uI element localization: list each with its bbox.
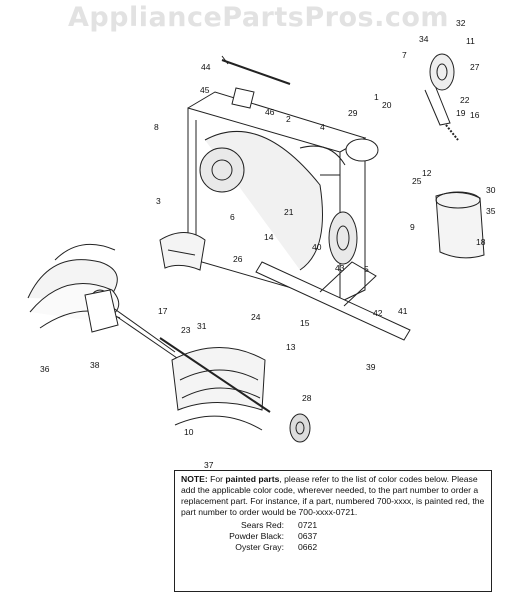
note-lead: NOTE: <box>181 474 208 484</box>
callout-20: 20 <box>382 100 392 110</box>
callout-26: 26 <box>233 254 243 264</box>
frame-bar <box>255 261 411 341</box>
callout-10: 10 <box>184 427 194 437</box>
callout-17: 17 <box>158 306 168 316</box>
color-code-row: Powder Black: 0637 <box>229 531 318 541</box>
callout-44: 44 <box>201 62 211 72</box>
callout-11: 11 <box>466 36 475 46</box>
callout-3: 3 <box>156 196 161 206</box>
callout-34: 34 <box>419 34 429 44</box>
callout-16: 16 <box>470 110 480 120</box>
note-bold: painted parts <box>225 474 280 484</box>
color-code-row: Oyster Gray: 0662 <box>235 542 318 552</box>
callout-28: 28 <box>302 393 312 403</box>
callout-42: 42 <box>373 308 383 318</box>
callout-46: 46 <box>265 107 275 117</box>
callout-37: 37 <box>204 460 214 470</box>
right-auger <box>171 347 266 431</box>
callout-labels: 1 2 3 4 5 6 7 8 9 10 11 12 13 14 15 16 1… <box>40 18 496 470</box>
callout-22: 22 <box>460 95 470 105</box>
painted-parts-note: NOTE: For painted parts, please refer to… <box>174 470 492 592</box>
callout-18: 18 <box>476 237 486 247</box>
callout-40: 40 <box>312 242 322 252</box>
bracket <box>231 87 255 109</box>
callout-8: 8 <box>154 122 159 132</box>
color-codes: Sears Red: 0721 Powder Black: 0637 Oyste… <box>209 520 485 553</box>
callout-30: 30 <box>486 185 496 195</box>
callout-39: 39 <box>366 362 376 372</box>
gear-cover <box>345 138 379 162</box>
drive-shaft <box>221 55 291 85</box>
callout-4: 4 <box>320 122 325 132</box>
callout-38: 38 <box>90 360 100 370</box>
callout-19: 19 <box>456 108 466 118</box>
callout-43: 43 <box>335 263 345 273</box>
callout-7: 7 <box>402 50 407 60</box>
callout-29: 29 <box>348 108 358 118</box>
callout-41: 41 <box>398 306 408 316</box>
callout-14: 14 <box>264 232 274 242</box>
callout-32: 32 <box>456 18 466 28</box>
impeller <box>159 232 206 271</box>
right-bearing <box>289 413 311 443</box>
callout-5: 5 <box>364 264 369 274</box>
bearing-housing <box>84 289 119 333</box>
callout-21: 21 <box>284 207 294 217</box>
callout-6: 6 <box>230 212 235 222</box>
callout-24: 24 <box>251 312 261 322</box>
callout-9: 9 <box>410 222 415 232</box>
callout-1: 1 <box>374 92 379 102</box>
callout-45: 45 <box>200 85 210 95</box>
color-code-row: Sears Red: 0721 <box>241 520 318 530</box>
callout-36: 36 <box>40 364 50 374</box>
callout-35: 35 <box>486 206 496 216</box>
note-text: NOTE: For painted parts, please refer to… <box>181 474 485 517</box>
pulley <box>424 53 455 126</box>
callout-12: 12 <box>422 168 432 178</box>
callout-23: 23 <box>181 325 191 335</box>
callout-13: 13 <box>286 342 296 352</box>
callout-2: 2 <box>286 114 291 124</box>
watermark: AppliancePartsPros.com <box>67 2 450 33</box>
callout-15: 15 <box>300 318 310 328</box>
callout-25: 25 <box>412 176 422 186</box>
chute-adapter <box>435 191 485 259</box>
callout-27: 27 <box>470 62 480 72</box>
callout-31: 31 <box>197 321 207 331</box>
